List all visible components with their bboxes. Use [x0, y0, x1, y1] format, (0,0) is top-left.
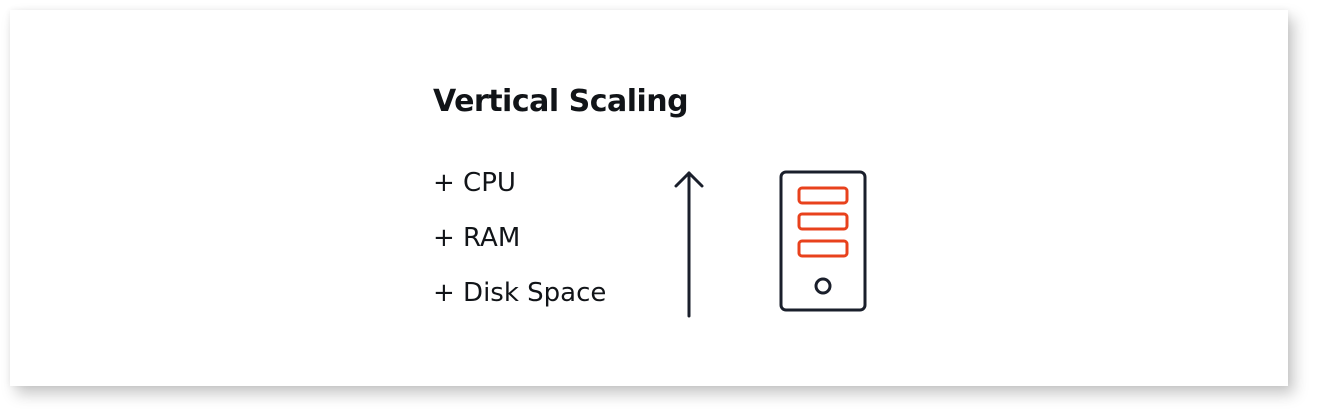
up-arrow-icon: [674, 171, 704, 318]
power-button-icon: [814, 277, 832, 295]
server-bay-2: [797, 212, 849, 231]
resource-item-disk-space: + Disk Space: [433, 278, 607, 308]
diagram-graphic: [674, 170, 867, 318]
diagram-card: Vertical Scaling + CPU + RAM + Disk Spac…: [10, 10, 1288, 386]
resource-item-ram: + RAM: [433, 223, 521, 253]
server-bay-1: [797, 186, 849, 205]
resource-item-cpu: + CPU: [433, 168, 516, 198]
server-icon: [779, 170, 867, 312]
diagram-title: Vertical Scaling: [433, 84, 689, 119]
server-bay-3: [797, 239, 849, 258]
